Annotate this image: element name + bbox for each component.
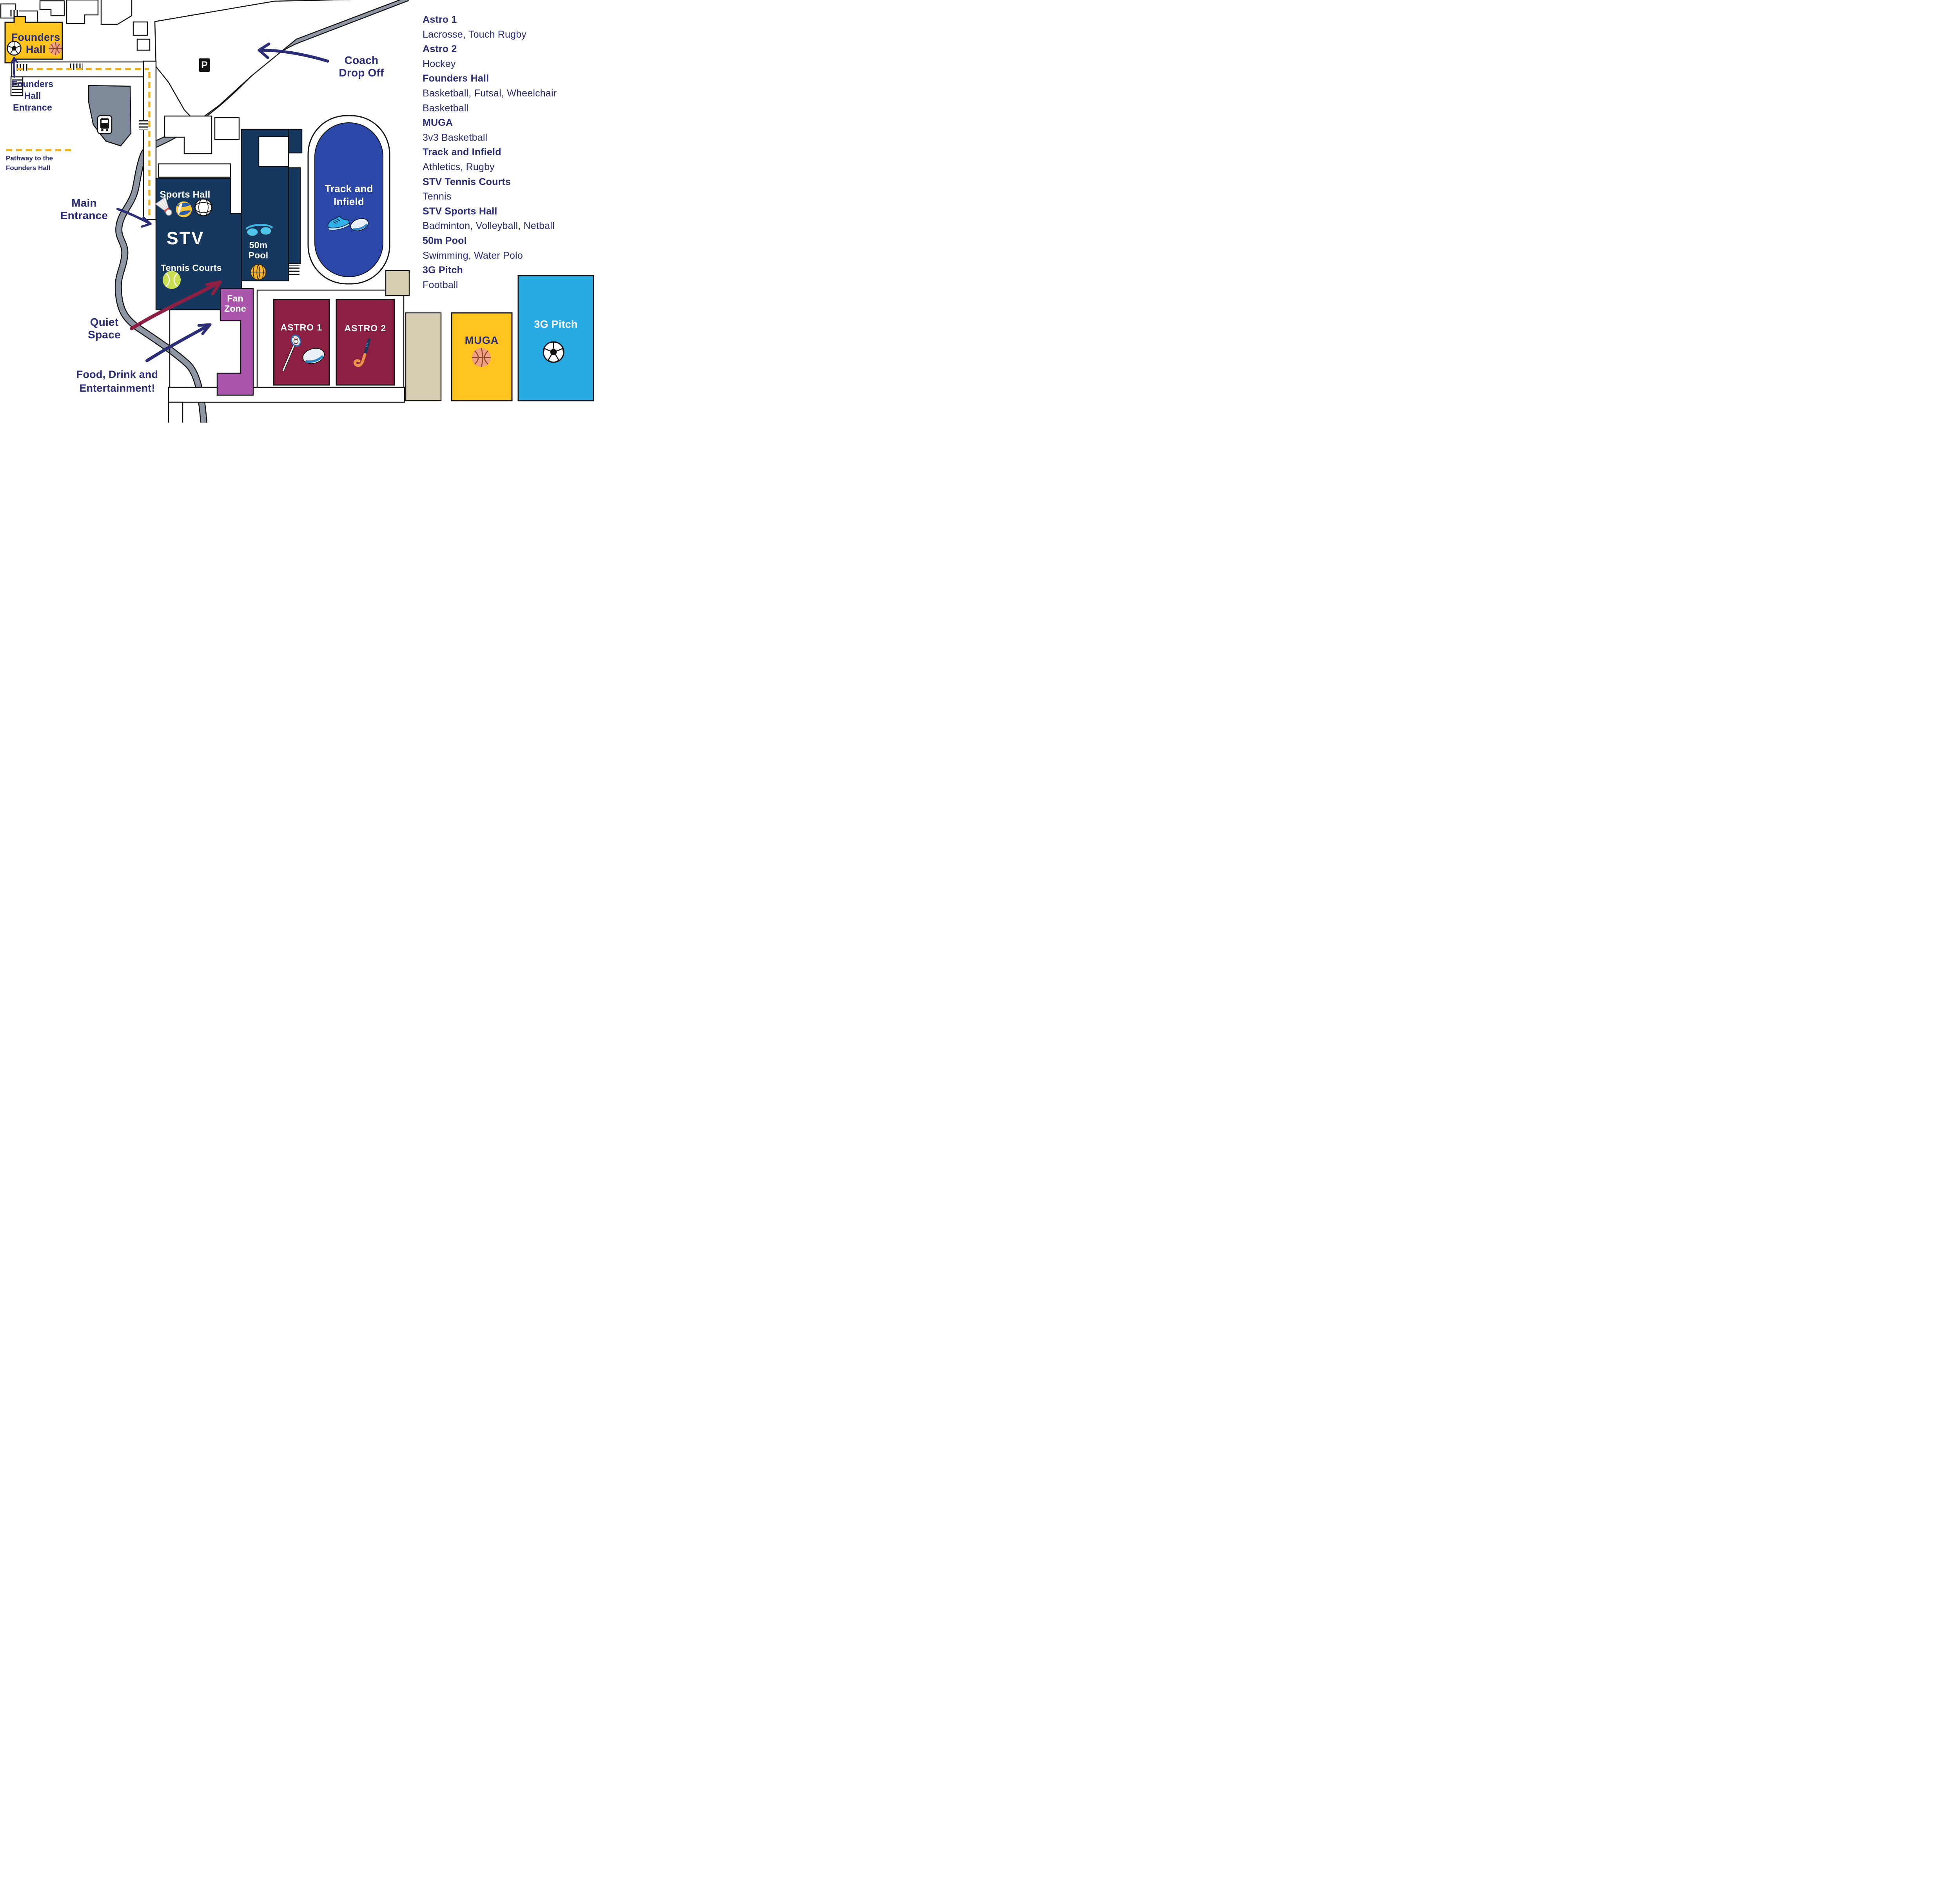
quiet-space-arrow bbox=[130, 281, 220, 330]
legend-sports-pool: Swimming, Water Polo bbox=[423, 250, 523, 261]
legend-venue-50m-pool: 50m Pool bbox=[423, 235, 467, 246]
basketball-icon bbox=[49, 42, 62, 55]
legend-venue-astro-1: Astro 1 bbox=[423, 14, 457, 25]
astro-2-label: ASTRO 2 bbox=[344, 323, 387, 333]
building bbox=[66, 0, 99, 24]
annotation-arrows bbox=[11, 42, 329, 362]
arrowhead bbox=[197, 323, 212, 335]
coach-drop-off-label: Coach Drop Off bbox=[339, 54, 384, 79]
pathway-label: Pathway to the Founders Hall bbox=[6, 154, 53, 172]
map-canvas bbox=[0, 0, 594, 423]
legend-sports-founders-1: Basketball, Futsal, Wheelchair bbox=[423, 87, 557, 99]
parking-lot-area bbox=[154, 0, 401, 123]
crossing-hatches bbox=[9, 10, 299, 277]
beige-area-small bbox=[385, 270, 410, 296]
legend-venue-sports-hall: STV Sports Hall bbox=[423, 205, 497, 217]
running-shoe-icon bbox=[327, 215, 350, 231]
arrowhead bbox=[141, 216, 152, 228]
muga-label: MUGA bbox=[465, 334, 499, 346]
beige-area-tall bbox=[405, 312, 442, 401]
astro-1-label: ASTRO 1 bbox=[280, 322, 323, 332]
coach-drop-off-arrow bbox=[260, 49, 329, 63]
legend-sports-founders-2: Basketball bbox=[423, 102, 469, 114]
founders-hall-line1: Founders bbox=[11, 31, 60, 43]
tennis-ball-icon bbox=[163, 271, 181, 289]
legend-sports-3g-pitch: Football bbox=[423, 279, 458, 291]
pool-label: 50m Pool bbox=[248, 240, 269, 261]
rugby-ball-icon bbox=[302, 348, 325, 364]
founders-pathway-dashed bbox=[6, 68, 151, 218]
main-entrance-arrow bbox=[116, 208, 150, 224]
lacrosse-stick-icon bbox=[282, 334, 301, 372]
main-entrance-label: Main Entrance bbox=[60, 197, 108, 222]
stv-label: STV bbox=[166, 228, 205, 248]
track-infield bbox=[314, 122, 383, 277]
legend-sports-tennis: Tennis bbox=[423, 191, 452, 202]
astro-2-pitch bbox=[336, 299, 395, 386]
volleyball-icon bbox=[175, 201, 192, 218]
quiet-space-label: Quiet Space bbox=[88, 316, 121, 341]
legend-sports-astro-1: Lacrosse, Touch Rugby bbox=[423, 29, 527, 40]
food-drink-label: Food, Drink and Entertainment! bbox=[76, 369, 158, 394]
arrowhead bbox=[205, 280, 222, 295]
founders-entrance-label: Founders Hall Entrance bbox=[11, 79, 54, 113]
soccer-ball-icon bbox=[543, 341, 564, 363]
arrowhead bbox=[258, 42, 270, 59]
hatch-marks bbox=[139, 120, 148, 130]
netball-icon bbox=[194, 198, 212, 216]
venue-legend: Astro 1 Lacrosse, Touch Rugby Astro 2 Ho… bbox=[423, 13, 610, 292]
bus-stop-building bbox=[88, 85, 132, 147]
shuttlecock-icon bbox=[155, 196, 172, 216]
building bbox=[39, 0, 65, 16]
pool-building-wing bbox=[288, 167, 301, 264]
fan-zone-label: Fan Zone bbox=[224, 293, 246, 314]
building bbox=[136, 38, 151, 51]
track-infield-label: Track and Infield bbox=[325, 183, 373, 207]
fan-zone-area bbox=[216, 288, 254, 396]
food-drink-arrow bbox=[145, 324, 210, 362]
sports-hall-label: Sports Hall bbox=[160, 189, 211, 200]
water-polo-ball-icon bbox=[250, 264, 267, 280]
legend-sports-astro-2: Hockey bbox=[423, 58, 456, 69]
hatch-marks bbox=[289, 265, 299, 277]
basketball-icon bbox=[472, 348, 491, 367]
building-notch bbox=[258, 136, 289, 167]
bottom-walkway-stub bbox=[168, 401, 183, 423]
parking-sign: P bbox=[199, 58, 210, 72]
legend-sports-track: Athletics, Rugby bbox=[423, 161, 495, 172]
founders-hall-line2: Hall bbox=[25, 44, 46, 56]
legend-venue-muga: MUGA bbox=[423, 117, 453, 129]
soccer-ball-icon bbox=[7, 41, 22, 56]
legend-sports-sports-hall: Badminton, Volleyball, Netball bbox=[423, 220, 555, 232]
tennis-courts-label: Tennis Courts bbox=[161, 263, 222, 273]
astro-1-pitch bbox=[273, 299, 330, 386]
pitch-3g-label: 3G Pitch bbox=[534, 318, 578, 330]
founders-entrance-arrow bbox=[13, 58, 16, 78]
legend-venue-track: Track and Infield bbox=[423, 147, 501, 158]
hockey-stick-icon bbox=[353, 338, 371, 367]
legend-venue-astro-2: Astro 2 bbox=[423, 44, 457, 55]
building bbox=[132, 21, 148, 36]
legend-venue-founders-hall: Founders Hall bbox=[423, 73, 489, 84]
building bbox=[214, 117, 240, 140]
legend-venue-3g-pitch: 3G Pitch bbox=[423, 265, 463, 276]
building bbox=[164, 115, 212, 154]
hatch-marks bbox=[12, 79, 22, 93]
legend-sports-muga: 3v3 Basketball bbox=[423, 132, 488, 143]
founders-hall-label: Founders Hall bbox=[9, 31, 63, 56]
legend-venue-tennis-courts: STV Tennis Courts bbox=[423, 176, 511, 187]
pitch-3g bbox=[517, 275, 594, 401]
building bbox=[100, 0, 132, 25]
swim-goggles-icon bbox=[245, 223, 273, 237]
bottom-walkway bbox=[168, 387, 405, 403]
arrowhead bbox=[11, 57, 18, 64]
building bbox=[158, 163, 231, 178]
venue-map: Founders Hall Founders Hall Entrance Pat… bbox=[0, 0, 612, 423]
hatch-marks bbox=[9, 10, 19, 16]
quiet-space-arrow-group bbox=[130, 280, 222, 330]
pool-building-wing bbox=[288, 129, 303, 154]
rugby-ball-icon bbox=[350, 218, 369, 231]
bus-icon bbox=[97, 115, 113, 134]
